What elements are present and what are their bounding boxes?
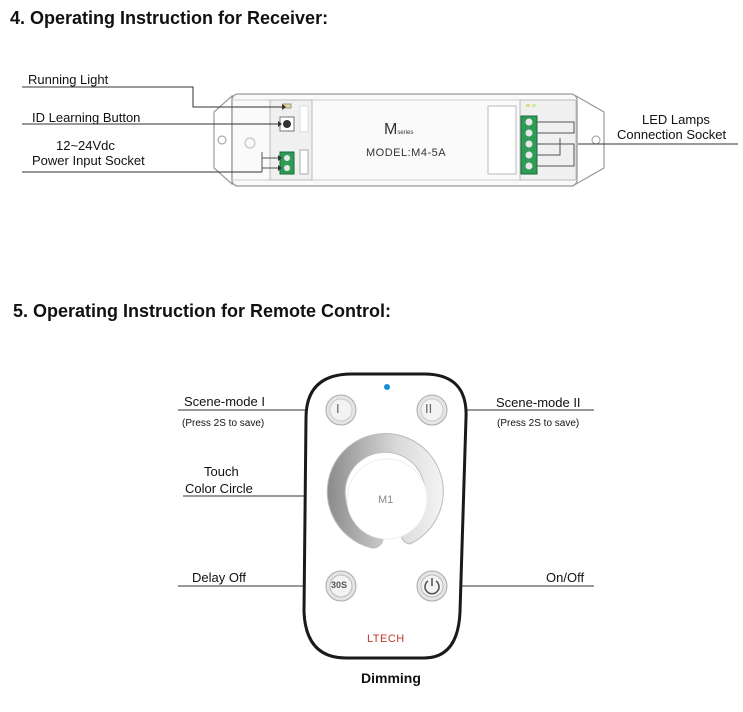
label-scene1: Scene-mode I: [184, 394, 265, 409]
button-scene2[interactable]: II: [425, 401, 433, 416]
brand-logo: LTECH: [367, 633, 405, 645]
label-id-learning: ID Learning Button: [32, 110, 141, 125]
remote-diagram: [178, 372, 594, 660]
label-scene2: Scene-mode II: [496, 395, 581, 410]
caption-dimming: Dimming: [361, 670, 421, 686]
label-led-lamps: LED Lamps: [642, 112, 710, 127]
label-delay-off: Delay Off: [192, 570, 246, 585]
device-model: MODEL:M4-5A: [366, 147, 447, 159]
label-scene2-note: (Press 2S to save): [497, 418, 580, 429]
receiver-diagram: [22, 86, 738, 187]
label-connection-socket: Connection Socket: [617, 127, 727, 142]
label-on-off: On/Off: [546, 570, 585, 585]
touch-wheel[interactable]: M1: [378, 494, 394, 506]
label-color-circle: Color Circle: [185, 481, 253, 496]
label-scene1-note: (Press 2S to save): [182, 418, 265, 429]
label-touch: Touch: [204, 464, 239, 479]
label-running-light: Running Light: [28, 72, 109, 87]
power-button[interactable]: [424, 576, 440, 596]
device-brand: Mseries: [384, 121, 413, 139]
device-brand-suffix: series: [397, 130, 414, 136]
button-delay-off[interactable]: 30S: [331, 580, 348, 590]
receiver-heading: 4. Operating Instruction for Receiver:: [10, 8, 329, 28]
button-scene1[interactable]: I: [336, 401, 340, 416]
label-power-socket: Power Input Socket: [32, 153, 145, 168]
label-power-voltage: 12~24Vdc: [56, 138, 115, 153]
device-brand-letter: M: [384, 121, 398, 138]
remote-heading: 5. Operating Instruction for Remote Cont…: [13, 301, 392, 321]
